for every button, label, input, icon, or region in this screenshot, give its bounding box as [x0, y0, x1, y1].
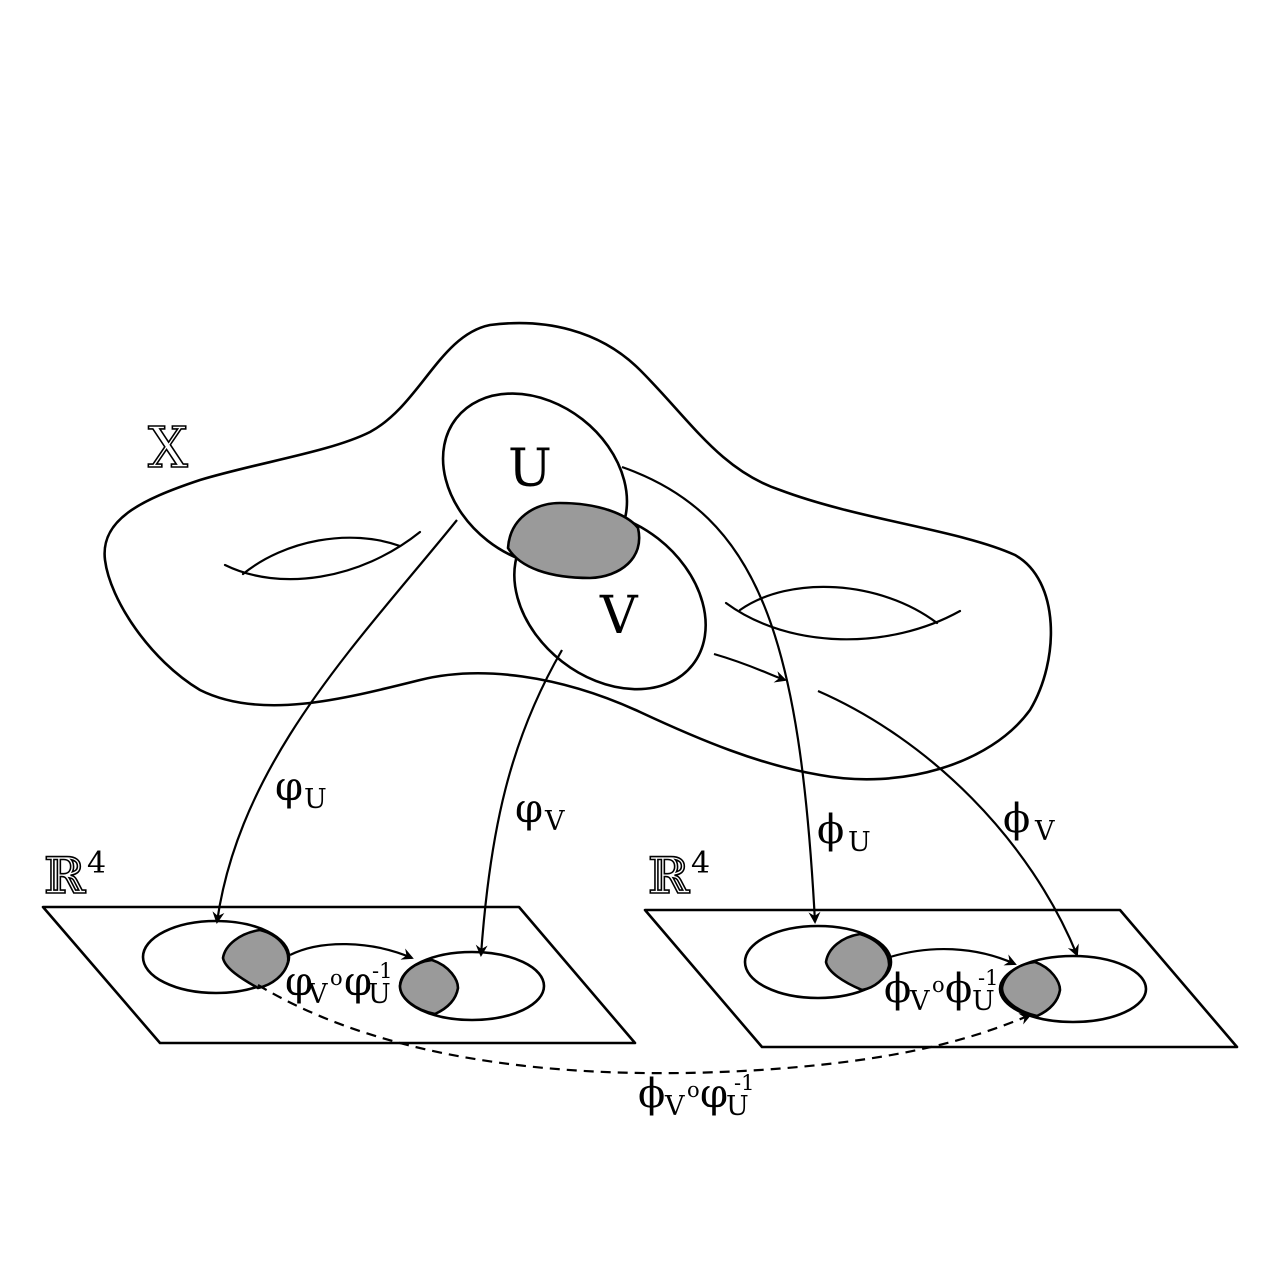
- svg-text:V: V: [664, 1091, 685, 1122]
- chart-label-phi-v: φ V: [515, 786, 565, 837]
- svg-text:U: U: [726, 1091, 749, 1122]
- svg-text:U: U: [972, 986, 995, 1017]
- plane-left-label: ℝ 4: [43, 846, 106, 906]
- right-hole-bottom-edge: [724, 601, 962, 641]
- left-hole-bottom-edge: [223, 530, 422, 581]
- svg-text:4: 4: [87, 846, 106, 881]
- svg-text:ℝ: ℝ: [44, 847, 86, 905]
- transition-arrow-left: [289, 943, 414, 960]
- svg-text:o: o: [330, 966, 343, 990]
- svg-text:U: U: [304, 784, 327, 815]
- svg-text:V: V: [1034, 816, 1055, 847]
- svg-text:U: U: [368, 979, 391, 1010]
- svg-text:ϕ: ϕ: [945, 966, 972, 1012]
- label-u: U: [508, 439, 552, 499]
- svg-text:φ: φ: [285, 959, 313, 1005]
- chart-label-psi-v: ϕ V: [1003, 796, 1055, 847]
- chart-arrow-psi-u: [621, 465, 821, 924]
- plane-left: [41, 905, 637, 1045]
- svg-text:V: V: [544, 806, 565, 837]
- svg-text:o: o: [932, 973, 945, 997]
- manifold-outline: [103, 321, 1053, 781]
- svg-text:ℝ: ℝ: [648, 847, 690, 905]
- svg-text:ϕ: ϕ: [817, 807, 844, 853]
- chart-label-phi-u: φ U: [275, 764, 327, 815]
- svg-text:U: U: [848, 827, 871, 858]
- chart-image-v-right: [998, 954, 1148, 1024]
- overlap-image-v-left: [398, 958, 460, 1016]
- chart-arrow-phi-u: [212, 519, 458, 924]
- svg-text:-1: -1: [372, 959, 392, 983]
- overlap-image-v-right: [1000, 960, 1062, 1018]
- chart-arrow-psi-v: [713, 652, 787, 683]
- chart-image-u-right: [743, 924, 893, 1000]
- label-x: X: [148, 416, 188, 481]
- svg-text:φ: φ: [700, 1071, 728, 1117]
- svg-text:ϕ: ϕ: [638, 1071, 665, 1117]
- svg-text:-1: -1: [734, 1071, 754, 1095]
- overlap-image-u-right: [824, 932, 891, 992]
- svg-text:ϕ: ϕ: [1003, 796, 1030, 842]
- chart-label-psi-u: ϕ U: [817, 807, 871, 858]
- overlap-region-x: [506, 501, 641, 580]
- transition-label-left: φ V o φ U -1: [285, 959, 392, 1010]
- svg-text:-1: -1: [978, 966, 998, 990]
- transition-label-right: ϕ V o ϕ U -1: [884, 966, 998, 1017]
- svg-text:φ: φ: [515, 786, 543, 832]
- svg-text:V: V: [909, 986, 930, 1017]
- left-hole-top-edge: [241, 536, 402, 576]
- label-v: V: [599, 586, 639, 646]
- svg-text:φ: φ: [344, 959, 372, 1005]
- cross-transition-arrow: [257, 984, 1032, 1075]
- plane-right-label: ℝ 4: [647, 846, 710, 906]
- svg-text:o: o: [687, 1078, 700, 1102]
- svg-text:φ: φ: [275, 764, 303, 810]
- plane-right: [643, 908, 1239, 1049]
- svg-text:V: V: [307, 979, 328, 1010]
- cross-transition-label: ϕ V o φ U -1: [638, 1071, 754, 1122]
- transition-arrow-right: [889, 947, 1017, 966]
- svg-text:4: 4: [691, 846, 710, 881]
- svg-text:ϕ: ϕ: [884, 966, 911, 1012]
- overlap-image-u-left: [221, 928, 290, 990]
- right-hole-top-edge: [738, 585, 939, 625]
